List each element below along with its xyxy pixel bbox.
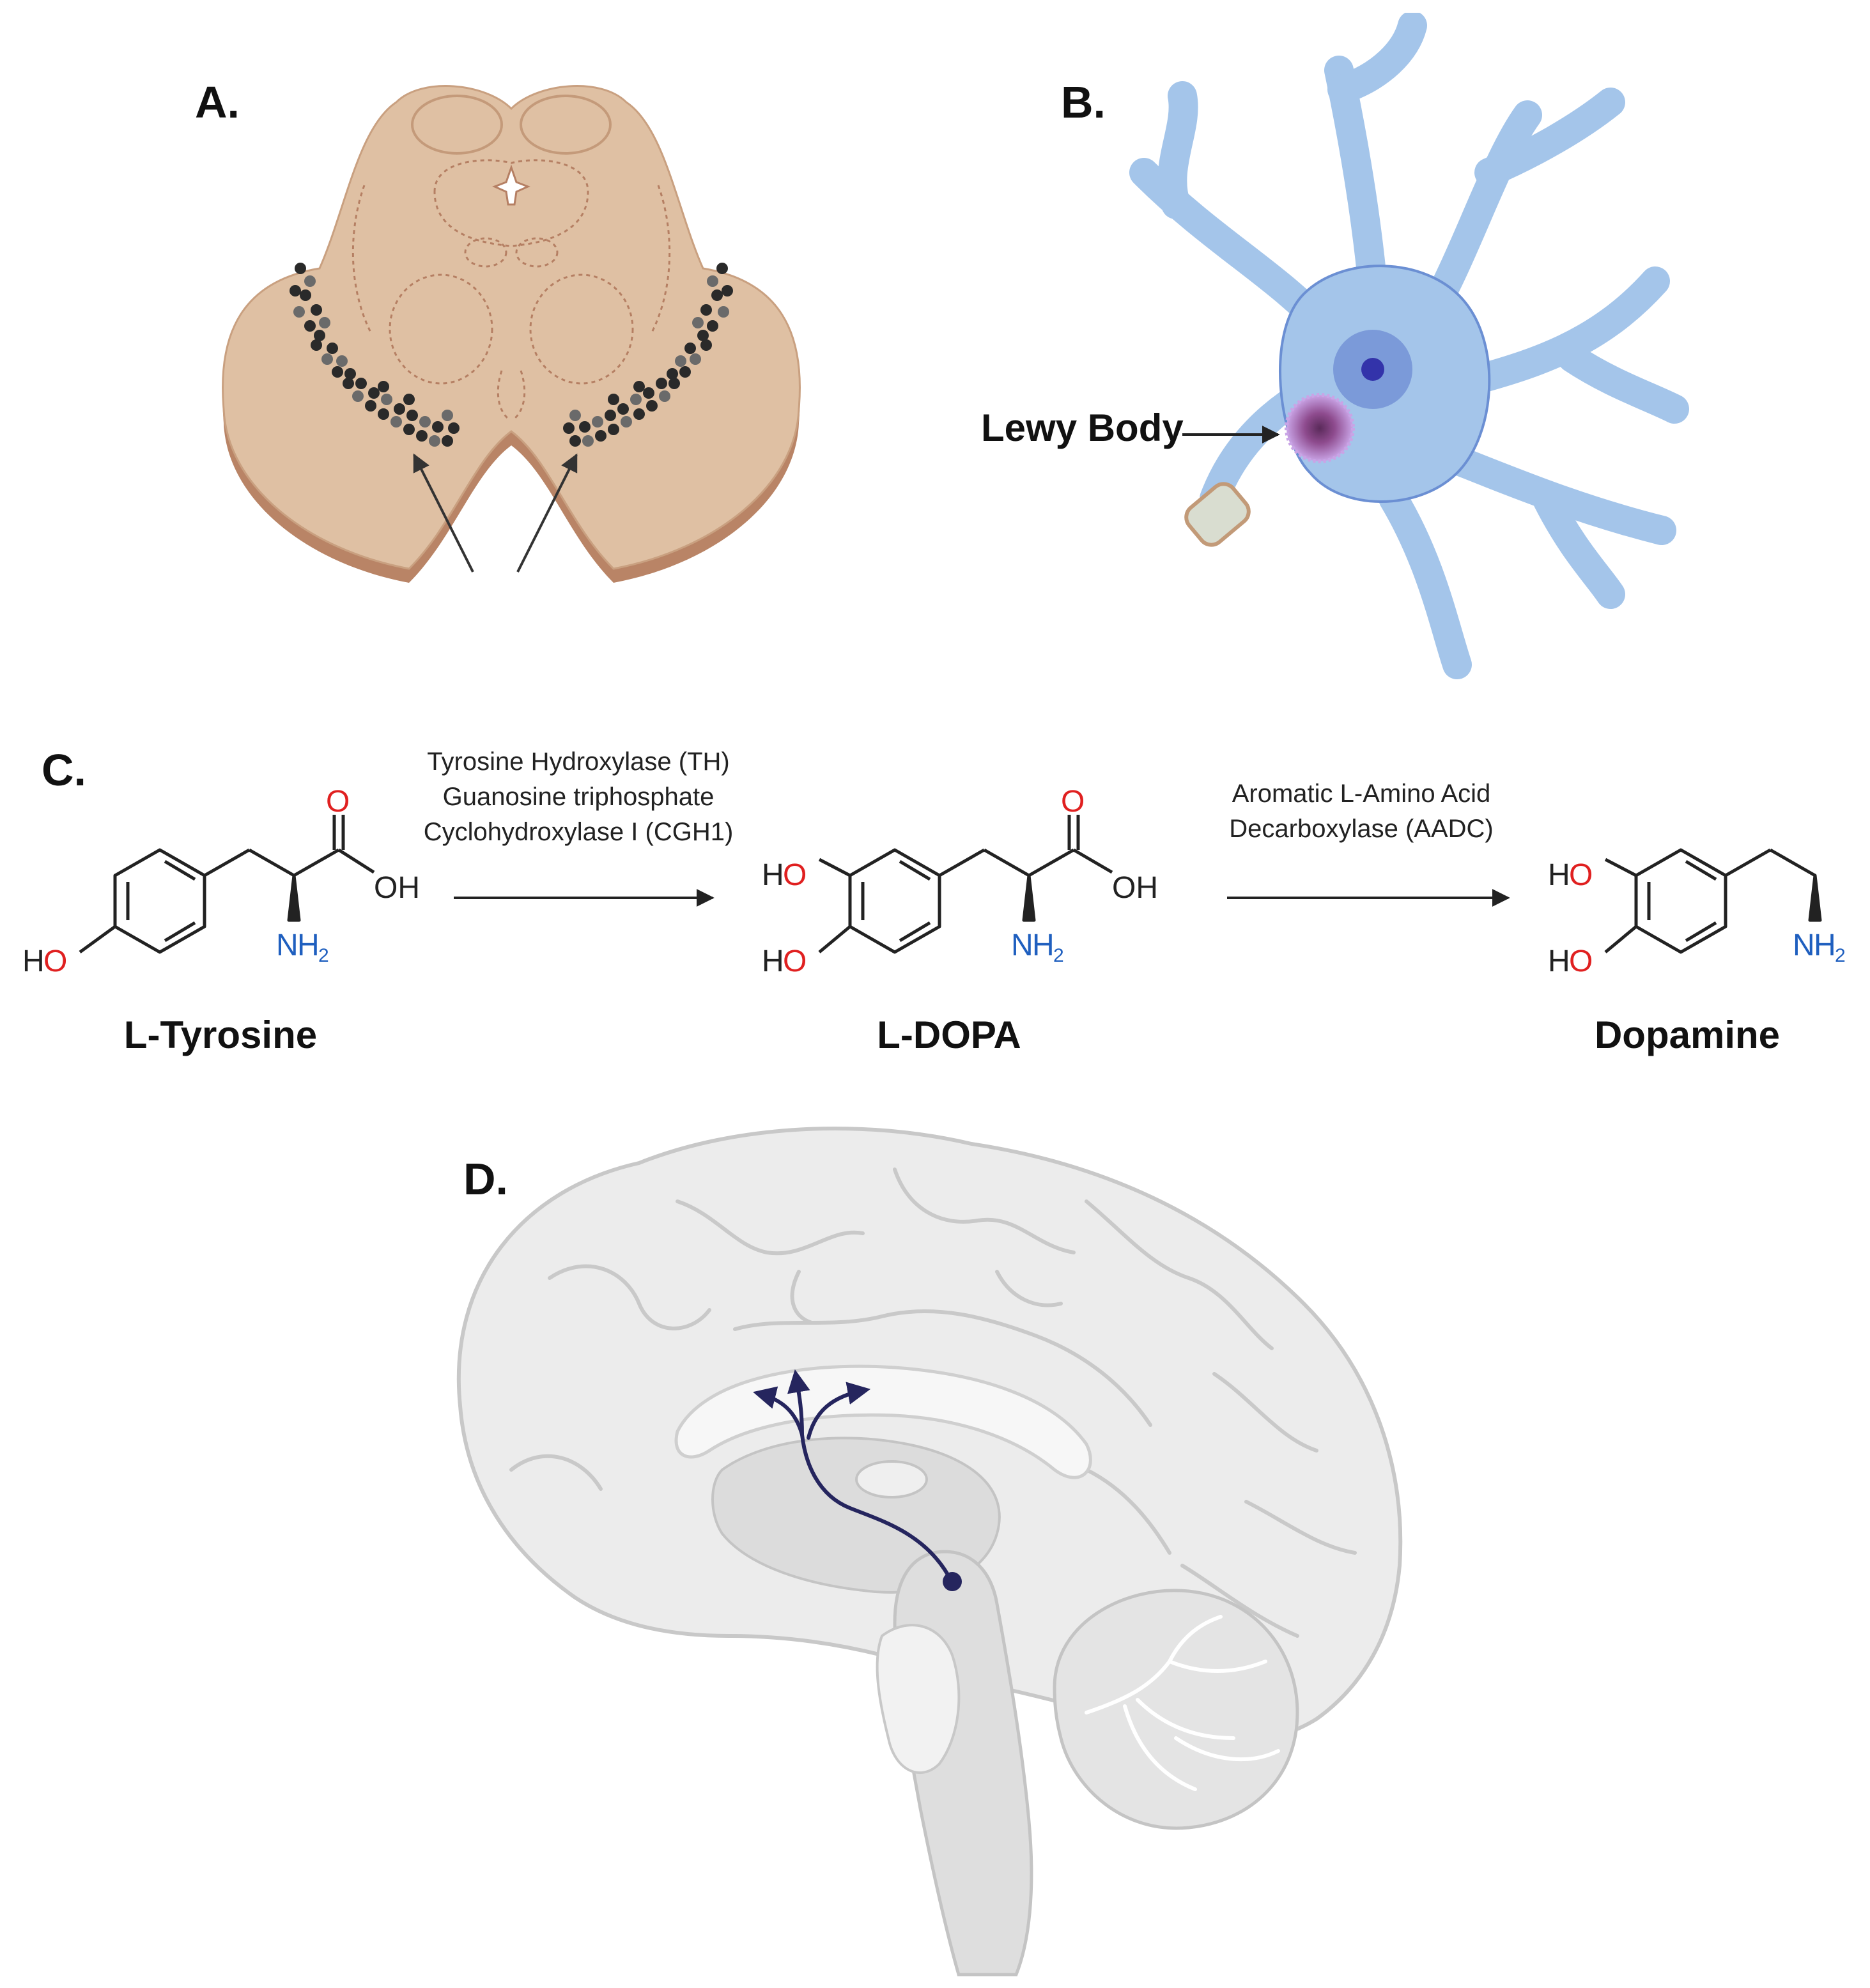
dopa-amine-h: H — [1032, 929, 1055, 962]
tyrosine-amine-sub: 2 — [318, 945, 329, 966]
tyrosine-hydroxyl-h: H — [22, 944, 45, 978]
pons — [876, 1624, 961, 1775]
dopa-hydroxyl-2-h: H — [762, 944, 784, 978]
cerebellum — [1053, 1589, 1299, 1830]
dopamine-amine-h: H — [1814, 929, 1836, 962]
dopamine-amine-sub: 2 — [1835, 945, 1846, 966]
panel-d-label: D. — [463, 1154, 508, 1204]
dopa-hydroxyl-2-o: O — [783, 944, 807, 978]
panel-a-label: A. — [195, 77, 240, 127]
neuron-dendrites — [1129, 13, 1689, 679]
dopamine-name: Dopamine — [1595, 1013, 1780, 1056]
dopamine-hydroxyl-1-o: O — [1569, 858, 1593, 892]
enzyme-1-line-3: Cyclohydroxylase I (CGH1) — [424, 818, 734, 846]
corpus-callosum — [674, 1364, 1092, 1479]
neuron-illustration: Lewy Body — [981, 13, 1689, 679]
dopamine-amine-n: N — [1793, 929, 1815, 962]
enzyme-2-line-1: Aromatic L-Amino Acid — [1232, 780, 1491, 808]
panel-b-label: B. — [1061, 77, 1106, 127]
cerebellar-folia — [1085, 1615, 1280, 1791]
brain-sagittal-illustration — [456, 1127, 1403, 1976]
cortical-gyri — [509, 1167, 1357, 1638]
dopa-amine-sub: 2 — [1053, 945, 1064, 966]
tyrosine-hydroxyl-o: O — [43, 944, 67, 978]
tyrosine-amine-n: N — [276, 929, 298, 962]
dopamine-hydroxyl-1-h: H — [1548, 858, 1570, 892]
enzyme-1-line-2: Guanosine triphosphate — [443, 783, 715, 811]
midbrain-section-illustration — [222, 85, 801, 583]
lewy-body — [1285, 393, 1355, 463]
midbrain-surface — [222, 85, 801, 570]
dopa-carboxyl-oh: OH — [1112, 871, 1158, 905]
l-tyrosine-name: L-Tyrosine — [124, 1013, 317, 1056]
cerebrum — [456, 1127, 1403, 1743]
dopa-amine-n: N — [1011, 929, 1033, 962]
pointer-arrow-right — [516, 453, 578, 573]
nigrostriatal-pathway — [753, 1369, 953, 1582]
nucleolus — [1361, 358, 1384, 381]
dopa-carbonyl-o: O — [1061, 785, 1085, 819]
substantia-nigra-left — [290, 263, 460, 447]
axon-terminal — [1184, 482, 1251, 547]
molecule-dopamine — [1604, 848, 1822, 954]
cerebral-aqueduct — [492, 164, 530, 206]
dopa-hydroxyl-1-h: H — [762, 858, 784, 892]
dopamine-hydroxyl-2-h: H — [1548, 944, 1570, 978]
substantia-nigra-right — [563, 263, 733, 447]
tyrosine-carboxyl-oh: OH — [374, 871, 420, 905]
molecule-l-tyrosine — [79, 815, 375, 954]
pointer-arrow-left — [413, 453, 474, 573]
dopamine-synthesis-pathway: H O O OH N H 2 L-Tyrosine Tyrosine Hydro… — [22, 748, 1846, 1056]
panel-c-label: C. — [42, 745, 86, 795]
tyrosine-amine-h: H — [297, 929, 320, 962]
l-dopa-name: L-DOPA — [877, 1013, 1021, 1056]
lewy-body-label: Lewy Body — [981, 406, 1184, 449]
substantia-nigra-soma — [943, 1572, 962, 1591]
enzyme-1-line-1: Tyrosine Hydroxylase (TH) — [427, 748, 729, 776]
dopa-hydroxyl-1-o: O — [783, 858, 807, 892]
enzyme-2-line-2: Decarboxylase (AADC) — [1229, 815, 1493, 843]
dopamine-hydroxyl-2-o: O — [1569, 944, 1593, 978]
tyrosine-carbonyl-o: O — [326, 785, 350, 819]
molecule-l-dopa — [818, 815, 1113, 954]
